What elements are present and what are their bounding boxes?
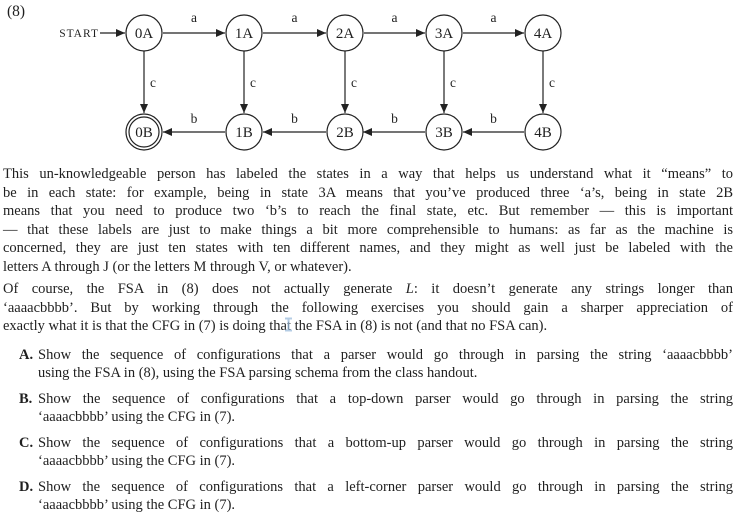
text-line: exactly what it is that the CFG in (7) i… xyxy=(3,318,548,334)
svg-text:0B: 0B xyxy=(135,125,153,141)
svg-text:4A: 4A xyxy=(534,26,553,42)
svg-text:2A: 2A xyxy=(336,26,355,42)
paragraph-1: This un-knowledgeable person has labeled… xyxy=(3,165,733,276)
text-line: using the FSA in (8), using the FSA pars… xyxy=(38,365,478,381)
edge-label-c: c xyxy=(250,75,256,90)
exercise-item-b: B. Show the sequence of configurations t… xyxy=(3,390,733,427)
exercise-label: D. xyxy=(19,478,34,495)
svg-text:3B: 3B xyxy=(435,125,453,141)
edge-label-a: a xyxy=(392,10,398,25)
state-3A: 3A xyxy=(425,14,463,52)
edge-label-c: c xyxy=(150,75,156,90)
svg-text:2B: 2B xyxy=(336,125,354,141)
edge-label-b: b xyxy=(490,111,497,126)
exercise-body: Show the sequence of configurations that… xyxy=(38,478,733,515)
state-4A: 4A xyxy=(524,14,562,52)
exercise-body: Show the sequence of configurations that… xyxy=(38,390,733,427)
text-line: — that these labels are just to make thi… xyxy=(3,221,733,238)
edge-label-a: a xyxy=(491,10,497,25)
edge-label-c: c xyxy=(450,75,456,90)
svg-text:1B: 1B xyxy=(235,125,253,141)
svg-text:1A: 1A xyxy=(235,26,254,42)
text-line: letters A through J (or the letters M th… xyxy=(3,258,352,275)
edge-label-b: b xyxy=(291,111,298,126)
exercise-item-d: D. Show the sequence of configurations t… xyxy=(3,478,733,515)
text-line: Show the sequence of configurations that… xyxy=(38,390,733,407)
state-4B: 4B xyxy=(524,113,562,151)
text-block: This un-knowledgeable person has labeled… xyxy=(3,165,733,515)
exercise-label: A. xyxy=(19,346,34,363)
start-label: START xyxy=(59,28,99,40)
svg-text:3A: 3A xyxy=(435,26,454,42)
text-line: means that you need to produce two ‘b’s … xyxy=(3,203,733,219)
text-line: ‘aaaacbbbb’. But by working through the … xyxy=(3,299,733,316)
text-line: ‘aaaacbbbb’ using the CFG in (7). xyxy=(38,453,236,469)
text-line: ‘aaaacbbbb’ using the CFG in (7). xyxy=(38,497,236,513)
state-3B: 3B xyxy=(425,113,463,151)
svg-text:0A: 0A xyxy=(135,26,154,42)
edge-label-b: b xyxy=(191,111,198,126)
edge-label-c: c xyxy=(351,75,357,90)
exercise-item-c: C. Show the sequence of configurations t… xyxy=(3,434,733,471)
exercise-label: C. xyxy=(19,434,34,451)
edge-label-b: b xyxy=(391,111,398,126)
edge-label-a: a xyxy=(292,10,298,25)
state-1B: 1B xyxy=(225,113,263,151)
state-1A: 1A xyxy=(225,14,263,52)
exercise-body: Show the sequence of configurations that… xyxy=(38,346,733,383)
edge-label-c: c xyxy=(549,75,555,90)
state-0B-final: 0B xyxy=(125,113,163,151)
text-line: ‘aaaacbbbb’ using the CFG in (7). xyxy=(38,409,236,425)
text-line: Show the sequence of configurations that… xyxy=(38,478,733,495)
state-0A: 0A xyxy=(125,14,163,52)
exercise-label: B. xyxy=(19,390,33,407)
exercise-item-a: A. Show the sequence of configurations t… xyxy=(3,346,733,383)
final-state-inner-ring xyxy=(128,116,160,148)
text-line: Show the sequence of configurations that… xyxy=(38,434,733,451)
figure-number: (8) xyxy=(7,3,25,20)
exercise-body: Show the sequence of configurations that… xyxy=(38,434,733,471)
state-2A: 2A xyxy=(326,14,364,52)
state-2B: 2B xyxy=(326,113,364,151)
edge-label-a: a xyxy=(191,10,197,25)
text-line: Show the sequence of configurations that… xyxy=(38,346,733,363)
text-line: be in each state: for example, being in … xyxy=(3,184,733,201)
text-line: Of course, the FSA in (8) does not actua… xyxy=(3,281,733,297)
text-line: This un-knowledgeable person has labeled… xyxy=(3,166,733,182)
svg-text:4B: 4B xyxy=(534,125,552,141)
fsa-diagram: (8) START a a a a c c c c c b b b b 0A 1… xyxy=(7,3,562,151)
text-line: concerned, they are just ten states with… xyxy=(3,240,733,256)
paragraph-2: Of course, the FSA in (8) does not actua… xyxy=(3,280,733,336)
